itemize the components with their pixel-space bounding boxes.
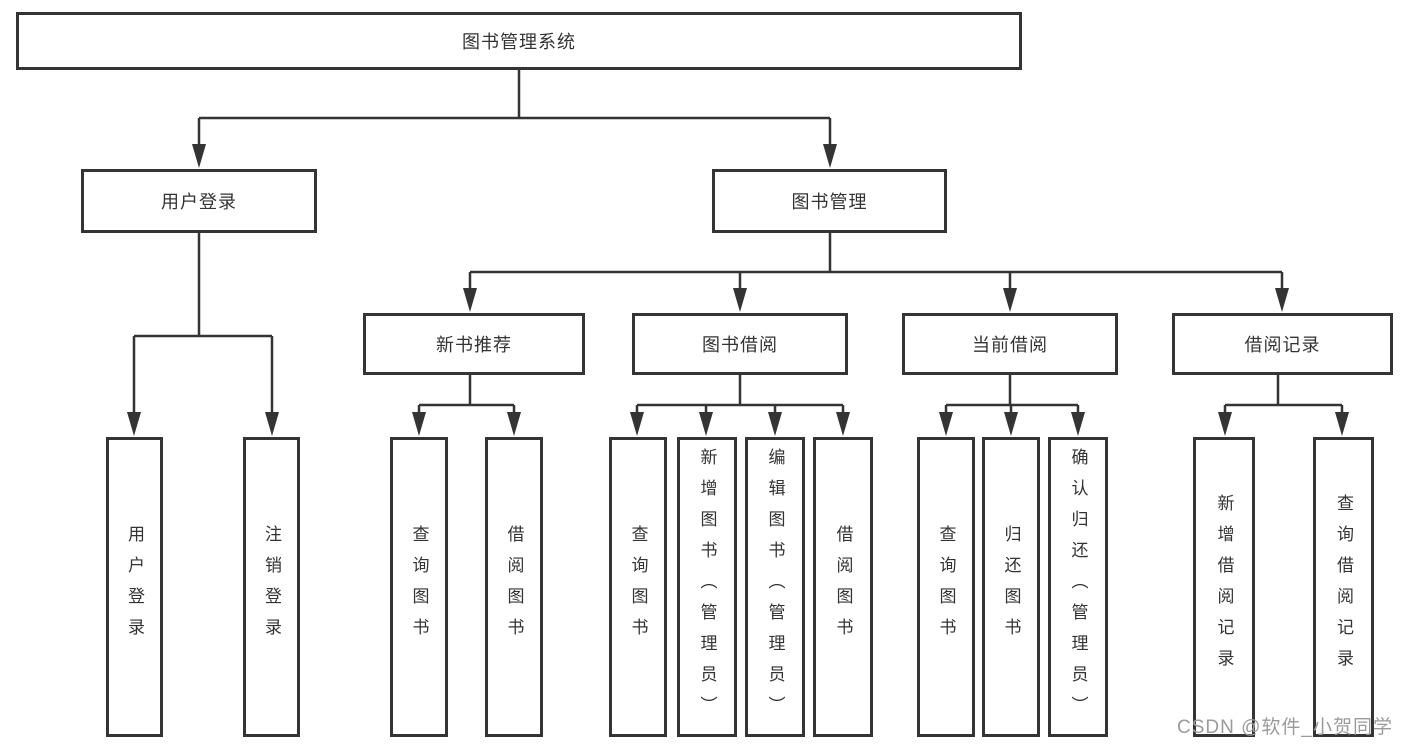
leaf-borrow-query-books: 查询图书 (609, 437, 667, 737)
leaf-user-login-label: 用户登录 (125, 525, 144, 649)
leaf-borrow-add-books-admin-label: 新增图书（管理员） (697, 447, 717, 727)
leaf-recommend-query-books: 查询图书 (390, 437, 448, 737)
leaf-logout: 注销登录 (243, 437, 300, 737)
leaf-records-query-record: 查询借阅记录 (1313, 437, 1374, 737)
leaf-records-add-record-label: 新增借阅记录 (1214, 494, 1234, 680)
node-borrowing-records: 借阅记录 (1172, 313, 1393, 375)
leaf-current-query-books-label: 查询图书 (936, 525, 956, 649)
node-current-borrowing-label: 当前借阅 (972, 335, 1048, 355)
leaf-logout-label: 注销登录 (262, 525, 281, 649)
leaf-recommend-query-books-label: 查询图书 (409, 525, 429, 649)
node-new-book-recommend-label: 新书推荐 (436, 335, 512, 355)
leaf-user-login: 用户登录 (106, 437, 163, 737)
node-book-borrowing-label: 图书借阅 (702, 335, 778, 355)
leaf-borrow-edit-books-admin: 编辑图书（管理员） (745, 437, 805, 737)
leaf-current-return-books: 归还图书 (982, 437, 1040, 737)
node-book-management: 图书管理 (712, 169, 947, 233)
leaf-recommend-borrow-books: 借阅图书 (485, 437, 543, 737)
leaf-records-query-record-label: 查询借阅记录 (1334, 494, 1353, 680)
leaf-current-return-books-label: 归还图书 (1001, 525, 1021, 649)
node-borrowing-records-label: 借阅记录 (1244, 335, 1321, 355)
leaf-current-query-books: 查询图书 (917, 437, 975, 737)
leaf-recommend-borrow-books-label: 借阅图书 (504, 525, 524, 649)
node-root-system: 图书管理系统 (16, 12, 1022, 70)
node-user-login-group: 用户登录 (81, 169, 317, 233)
node-book-management-label: 图书管理 (791, 192, 868, 212)
node-new-book-recommend: 新书推荐 (363, 313, 585, 375)
node-user-login-group-label: 用户登录 (161, 192, 237, 212)
leaf-records-add-record: 新增借阅记录 (1193, 437, 1255, 737)
node-current-borrowing: 当前借阅 (902, 313, 1118, 375)
arrowheads (127, 144, 1349, 436)
leaf-borrow-add-books-admin: 新增图书（管理员） (677, 437, 737, 737)
leaf-borrow-borrow-books-label: 借阅图书 (833, 525, 853, 649)
leaf-borrow-edit-books-admin-label: 编辑图书（管理员） (765, 447, 785, 727)
leaf-borrow-borrow-books: 借阅图书 (813, 437, 873, 737)
leaf-borrow-query-books-label: 查询图书 (628, 525, 648, 649)
csdn-watermark: CSDN @软件_小贺同学 (1177, 717, 1393, 738)
node-book-borrowing: 图书借阅 (632, 313, 848, 375)
node-root-system-label: 图书管理系统 (462, 32, 576, 52)
leaf-current-confirm-return-admin: 确认归还（管理员） (1048, 437, 1108, 737)
leaf-current-confirm-return-admin-label: 确认归还（管理员） (1068, 447, 1088, 727)
